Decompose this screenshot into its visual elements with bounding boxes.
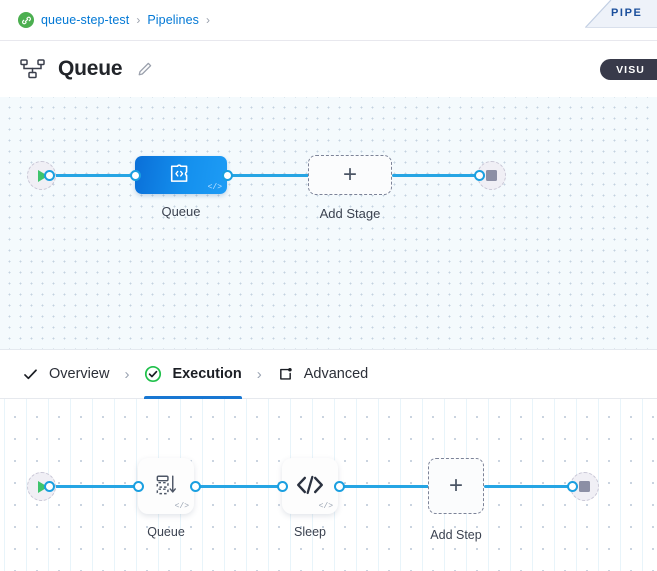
tab-overview-label: Overview [49, 366, 110, 382]
tab-separator-1: › [124, 365, 130, 383]
page-header: Queue [0, 41, 657, 97]
play-icon [38, 480, 48, 493]
edge-queue-to-addstage [228, 174, 310, 177]
tab-execution-label: Execution [172, 366, 242, 382]
pencil-icon[interactable] [136, 61, 153, 78]
execution-end-node[interactable] [570, 472, 599, 501]
add-step-button[interactable]: + [428, 458, 484, 514]
pipeline-tab-label: PIPE [611, 7, 643, 19]
execution-canvas[interactable]: </> Queue </> Sleep + Add Step [0, 399, 657, 571]
breadcrumb: queue-step-test › Pipelines › [0, 0, 657, 41]
queue-step-code-badge: </> [174, 502, 189, 511]
sleep-step-output-port[interactable] [334, 481, 345, 492]
breadcrumb-separator-2: › [206, 13, 210, 27]
sleep-step-input-port[interactable] [277, 481, 288, 492]
section-tabs: Overview › Execution › Advanced [0, 350, 657, 399]
queue-stage-input-port[interactable] [130, 170, 141, 181]
queue-stage-output-port[interactable] [222, 170, 233, 181]
queue-step-input-port[interactable] [133, 481, 144, 492]
exec-start-output-port[interactable] [44, 481, 55, 492]
tab-advanced[interactable]: Advanced [277, 350, 369, 399]
edge-sleep-to-addstep [340, 485, 432, 488]
pipeline-tab[interactable]: PIPE [585, 0, 657, 28]
breadcrumb-separator: › [136, 13, 141, 27]
tab-overview[interactable]: Overview [22, 350, 109, 399]
code-puzzle-icon [170, 164, 188, 182]
check-circle-icon [144, 365, 162, 383]
edge-queue-to-sleep [196, 485, 282, 488]
breadcrumb-item-pipelines[interactable]: Pipelines [147, 13, 199, 27]
add-step-label: Add Step [430, 528, 482, 542]
code-brackets-icon [297, 475, 323, 495]
edge-start-to-queue-step [48, 485, 138, 488]
plus-icon: + [342, 161, 357, 188]
tab-separator-2: › [256, 365, 262, 383]
tab-advanced-label: Advanced [303, 366, 369, 382]
check-icon [22, 366, 39, 383]
add-stage-button[interactable]: + [308, 155, 392, 195]
edge-addstage-to-end [392, 174, 482, 177]
page-title: Queue [58, 57, 123, 80]
start-output-port[interactable] [44, 170, 55, 181]
stage-code-badge: </> [207, 183, 222, 192]
breadcrumb-item-project[interactable]: queue-step-test [41, 13, 130, 27]
step-node-label-queue: Queue [147, 525, 185, 539]
stage-node-label-queue: Queue [161, 204, 201, 219]
step-node-label-sleep: Sleep [294, 525, 326, 539]
queue-step-output-port[interactable] [190, 481, 201, 492]
end-input-port[interactable] [474, 170, 485, 181]
execution-start-node[interactable] [27, 472, 56, 501]
visual-mode-badge[interactable]: VISU [600, 59, 657, 80]
pipeline-hierarchy-icon [20, 59, 45, 79]
stop-icon [486, 170, 497, 181]
queue-stack-icon [156, 475, 176, 495]
stage-node-queue[interactable]: </> [135, 156, 227, 194]
exec-end-input-port[interactable] [567, 481, 578, 492]
add-stage-label: Add Stage [319, 206, 381, 221]
advanced-gear-frame-icon [277, 366, 294, 383]
step-node-sleep[interactable]: </> [282, 458, 338, 514]
pipeline-end-node[interactable] [477, 161, 506, 190]
play-icon [38, 169, 48, 182]
stop-icon [579, 481, 590, 492]
plus-icon: + [448, 472, 463, 499]
sleep-step-code-badge: </> [318, 502, 333, 511]
tab-execution[interactable]: Execution [144, 350, 243, 399]
edge-start-to-queue [48, 174, 140, 177]
stage-canvas[interactable]: </> Queue + Add Stage [0, 97, 657, 350]
edge-addstep-to-end [484, 485, 576, 488]
tab-slant-edge-icon [585, 0, 612, 27]
link-badge-icon [18, 12, 34, 28]
step-node-queue[interactable]: </> [138, 458, 194, 514]
